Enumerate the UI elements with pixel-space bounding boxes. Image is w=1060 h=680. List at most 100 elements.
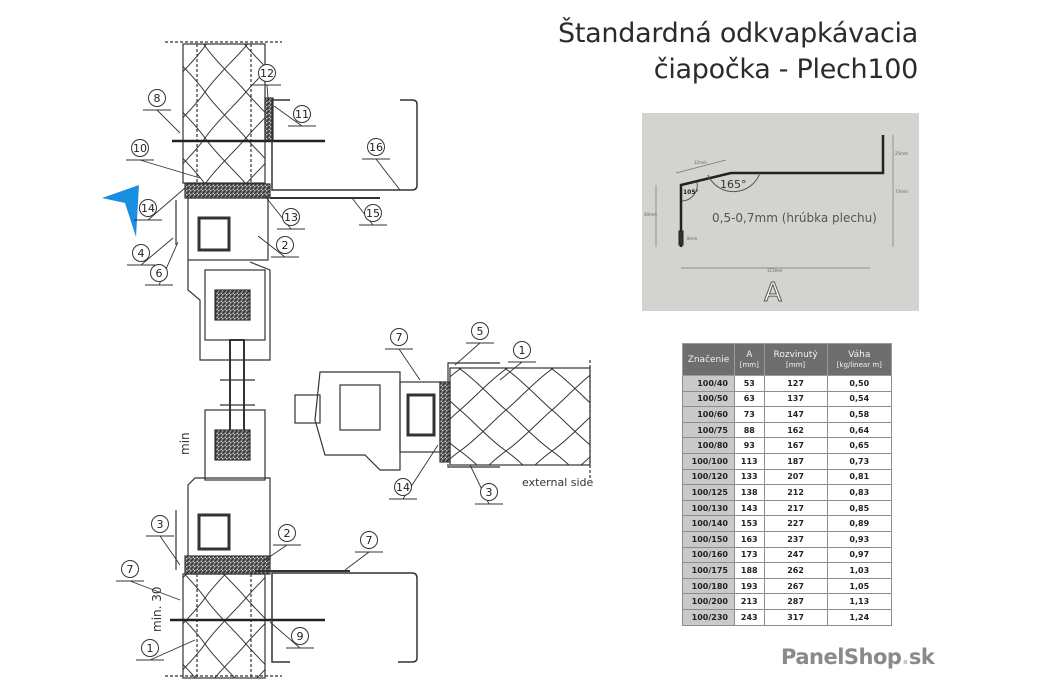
callout: 3 (146, 515, 181, 566)
table-cell: 1,03 (826, 562, 893, 579)
callout: 16 (362, 138, 401, 191)
callout-number: 11 (295, 108, 309, 121)
table-cell: 100/125 (682, 484, 735, 501)
table-cell: 100/100 (682, 452, 735, 470)
callout: 10 (126, 139, 201, 179)
callout-number: 12 (260, 67, 274, 80)
title-line-1: Štandardná odkvapkávacia (558, 18, 918, 49)
callout: 2 (257, 235, 299, 258)
upper-wall-panel (165, 41, 325, 184)
variable-a-label: A (764, 278, 782, 308)
callout: 5 (454, 322, 494, 366)
table-cell: 0,89 (826, 515, 893, 532)
blue-pointer-icon (102, 185, 139, 237)
table-cell: 100/120 (682, 468, 735, 486)
callout-number: 3 (486, 486, 493, 499)
callout-number: 14 (396, 481, 410, 494)
table-cell: 100/60 (682, 406, 735, 423)
dim-bottom: 113mm (767, 268, 783, 273)
table-cell: 100/175 (682, 562, 735, 579)
table-cell: 100/140 (682, 515, 735, 532)
table-cell: 73 (734, 406, 765, 423)
callout: 11 (273, 105, 316, 127)
min30-label: min. 30 (150, 586, 164, 632)
callout-labels: 8 12 11 10 16 14 13 15 4 6 2 7 5 1 14 3 … (116, 64, 536, 661)
table-cell: 162 (763, 421, 828, 439)
table-cell: 0,64 (826, 421, 893, 439)
table-cell: 167 (763, 437, 828, 454)
callout: 14 (134, 187, 186, 221)
table-cell: 173 (734, 546, 765, 564)
table-cell: 0,54 (826, 390, 893, 408)
panelshop-logo: PanelShop.sk (781, 645, 935, 669)
angle-105: 105° (683, 189, 699, 196)
dim-right-upper: 25mm (895, 151, 908, 156)
callout-number: 7 (396, 331, 403, 344)
table-cell: 163 (734, 530, 765, 548)
table-cell: 243 (734, 608, 765, 626)
title-line-2: čiapočka - Plech100 (653, 54, 919, 85)
window-frame-section (175, 197, 271, 570)
table-cell: 88 (734, 421, 765, 439)
table-cell: 207 (763, 468, 828, 486)
callout-number: 5 (477, 325, 484, 338)
callout: 14 (389, 444, 439, 500)
table-cell: 187 (763, 452, 828, 470)
table-cell: 0,58 (826, 406, 893, 423)
table-cell: 267 (763, 577, 828, 595)
external-side-label: external side (522, 476, 594, 489)
table-cell: 227 (763, 515, 828, 532)
callout-number: 1 (519, 344, 526, 357)
callout-number: 2 (284, 527, 291, 540)
installation-detail-drawing: 8 12 11 10 16 14 13 15 4 6 2 7 5 1 14 3 … (102, 41, 594, 679)
table-cell: 138 (734, 484, 765, 501)
dim-top: 32mm (694, 160, 707, 165)
column-header: Váha[kg/linear m] (826, 343, 893, 376)
upper-seal (184, 183, 271, 199)
table-cell: 0,81 (826, 468, 893, 486)
table-cell: 100/40 (682, 375, 735, 392)
table-cell: 262 (763, 562, 828, 579)
callout: 2 (261, 524, 301, 563)
table-cell: 188 (734, 562, 765, 579)
callout-number: 14 (141, 202, 155, 215)
column-header: Rozvinutý[mm] (763, 343, 828, 376)
table-cell: 147 (763, 406, 828, 423)
callout: 7 (116, 560, 181, 601)
table-cell: 287 (763, 593, 828, 610)
dim-left: 40mm (644, 212, 657, 217)
callout-number: 8 (154, 92, 161, 105)
table-cell: 317 (763, 608, 828, 626)
dim-right-lower: 73mm (895, 189, 908, 194)
window-horizontal-section (294, 360, 591, 480)
callout-number: 9 (297, 630, 304, 643)
table-cell: 0,93 (826, 530, 893, 548)
callout: 15 (351, 197, 387, 226)
lower-bracket-sheet (271, 572, 418, 663)
upper-bracket-sheet (271, 99, 418, 191)
profile-drawing: 32mm 25mm 73mm 40mm 8mm 113mm 105° 165° … (642, 113, 919, 311)
callout: 12 (253, 64, 281, 99)
table-cell: 212 (763, 484, 828, 501)
callout: 3 (469, 464, 503, 505)
table-cell: 100/75 (682, 421, 735, 439)
table-cell: 100/130 (682, 499, 735, 517)
callout: 7 (385, 328, 421, 381)
table-cell: 100/50 (682, 390, 735, 408)
table-cell: 100/180 (682, 577, 735, 595)
table-cell: 153 (734, 515, 765, 532)
table-cell: 217 (763, 499, 828, 517)
table-cell: 1,05 (826, 577, 893, 595)
callout: 6 (145, 241, 179, 286)
callout-number: 3 (157, 518, 164, 531)
table-cell: 100/150 (682, 530, 735, 548)
